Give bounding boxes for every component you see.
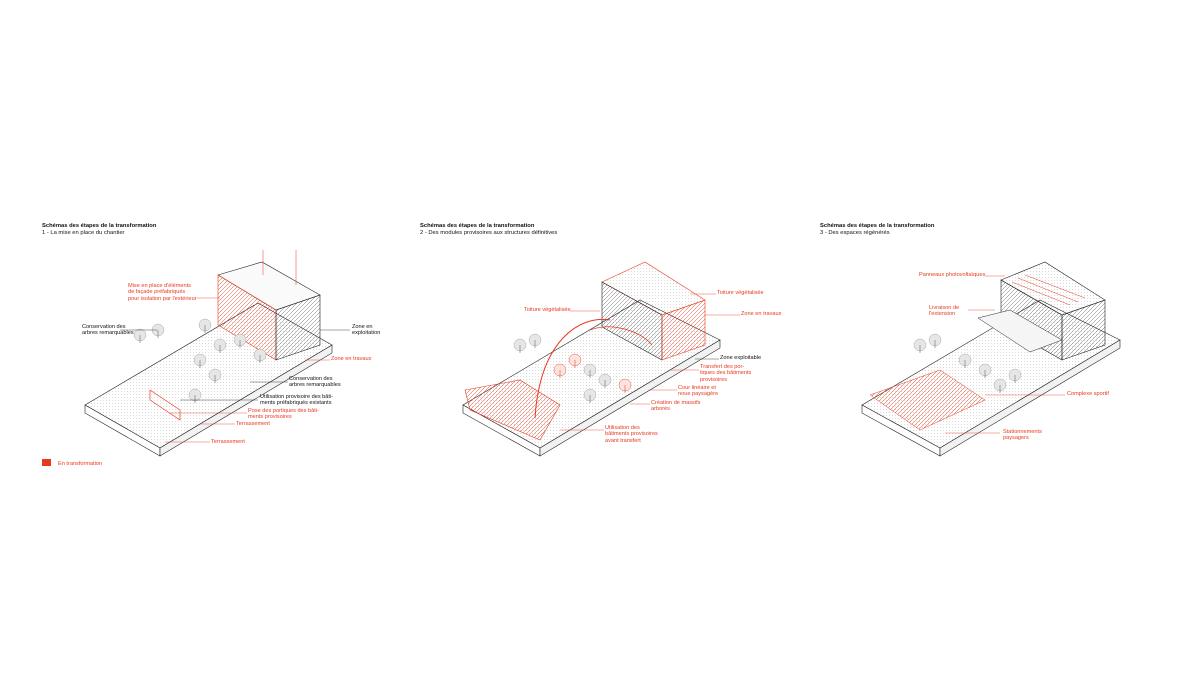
label-toiture-left: Toiture végétalisée: [524, 307, 571, 313]
panel-1-drawing: [84, 250, 350, 457]
panel-3-title: Schémas des étapes de la transformation: [820, 223, 935, 229]
label-trees-right: Conservation des arbres remarquables: [289, 376, 341, 389]
label-provisional-use: Utilisation provisoire des bâti- ments p…: [260, 394, 334, 407]
label-complexe: Complexe sportif: [1067, 391, 1109, 397]
label-facade: Mise en place d'éléments de façade préfa…: [128, 283, 197, 302]
label-massifs: Création de massifs arborés: [651, 400, 701, 413]
legend-swatch: [42, 459, 51, 466]
label-transfert: Transfert des por- tiques des bâtiments …: [700, 364, 752, 383]
label-zone-travaux: Zone en travaux: [741, 311, 782, 317]
label-cour: Cour linéaire et noue paysagère: [678, 385, 719, 398]
label-terrassement-1: Terrassement: [236, 421, 270, 427]
label-trees-left: Conservation des arbres remarquables: [82, 324, 134, 337]
panel-2-drawing: [462, 261, 740, 457]
label-toiture-right: Toiture végétalisée: [717, 290, 764, 296]
panel-1-subtitle: 1 - La mise en place du chantier: [42, 230, 125, 236]
label-stationnements: Stationnements paysagers: [1003, 429, 1042, 442]
panel-3-subtitle: 3 - Des espaces régénérés: [820, 230, 890, 236]
label-livraison: Livraison de l'extension: [929, 305, 960, 318]
label-terrassement-2: Terrassement: [211, 439, 245, 445]
panel-3-drawing: [861, 261, 1121, 457]
label-zone-exploitation: Zone en exploitation: [352, 324, 381, 337]
panel-2-title: Schémas des étapes de la transformation: [420, 223, 535, 229]
panel-2-subtitle: 2 - Des modules provisoires aux structur…: [420, 230, 558, 236]
label-utilisation: Utilisation des bâtiments provisoires av…: [605, 425, 658, 444]
label-portiques: Pose des portiques des bâti- ments provi…: [248, 408, 319, 421]
label-zone-exploitable: Zone exploitable: [720, 355, 762, 361]
label-panneaux: Panneaux photovoltaïques: [919, 272, 986, 278]
legend-label: En transformation: [58, 461, 103, 467]
label-zone-travaux: Zone en travaux: [331, 356, 372, 362]
panel-1-title: Schémas des étapes de la transformation: [42, 223, 157, 229]
